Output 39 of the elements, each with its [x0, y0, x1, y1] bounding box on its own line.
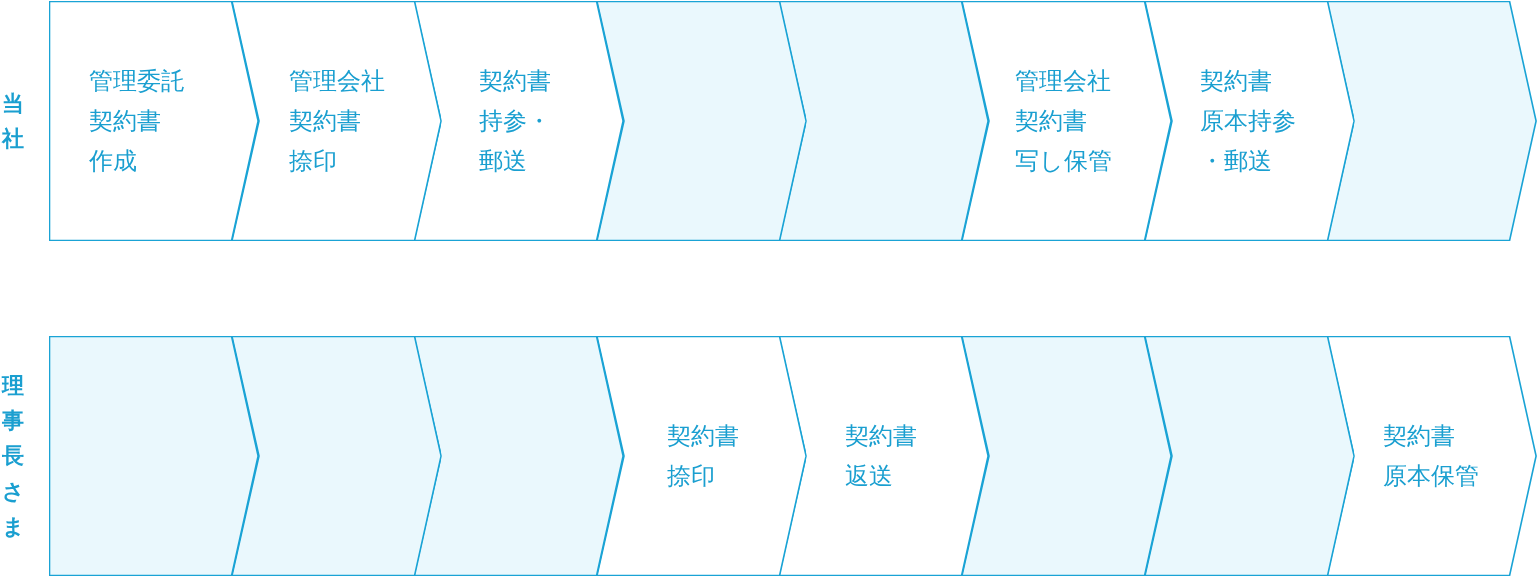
chevron-step	[596, 1, 807, 241]
step-label: 管理会社	[1015, 66, 1112, 97]
step-label: 管理委託	[89, 66, 185, 97]
step-label: 契約書	[89, 106, 162, 137]
chevron-step	[231, 336, 442, 576]
step-label: 写し保管	[1015, 146, 1112, 177]
step-label: 契約書	[1383, 421, 1457, 452]
chevron-step	[962, 336, 1172, 576]
chevron-step	[414, 1, 624, 241]
chevron-step	[231, 1, 442, 241]
chevron-step	[1144, 1, 1355, 241]
chevron-step	[1144, 336, 1355, 576]
chevron-step	[414, 336, 624, 576]
step-label: 返送	[845, 461, 895, 492]
chevron-step	[596, 336, 807, 576]
step-label: 原本持参	[1199, 106, 1296, 137]
step-label: 契約書	[845, 421, 918, 452]
lane-label: 当社	[2, 89, 24, 153]
step-label: 契約書	[666, 421, 739, 452]
chevron-step	[779, 336, 989, 576]
step-label: 契約書	[479, 66, 552, 97]
step-label: 捺印	[288, 146, 338, 177]
step-label: ・郵送	[1199, 146, 1273, 177]
step-label: 原本保管	[1383, 461, 1480, 492]
step-label: 作成	[89, 146, 138, 177]
step-label: 郵送	[479, 146, 529, 177]
step-label: 持参・	[479, 106, 552, 137]
step-label: 捺印	[666, 461, 716, 492]
lane-label: 理事長さま	[2, 372, 24, 541]
arrow-step	[49, 336, 259, 576]
chevron-step	[1327, 1, 1537, 241]
chevron-step	[1327, 336, 1537, 576]
step-label: 契約書	[1199, 66, 1273, 97]
step-label: 契約書	[288, 106, 362, 137]
chevron-step	[779, 1, 989, 241]
step-label: 契約書	[1015, 106, 1088, 137]
chevron-step	[962, 1, 1172, 241]
step-label: 管理会社	[288, 66, 385, 97]
arrow-step	[49, 1, 259, 241]
